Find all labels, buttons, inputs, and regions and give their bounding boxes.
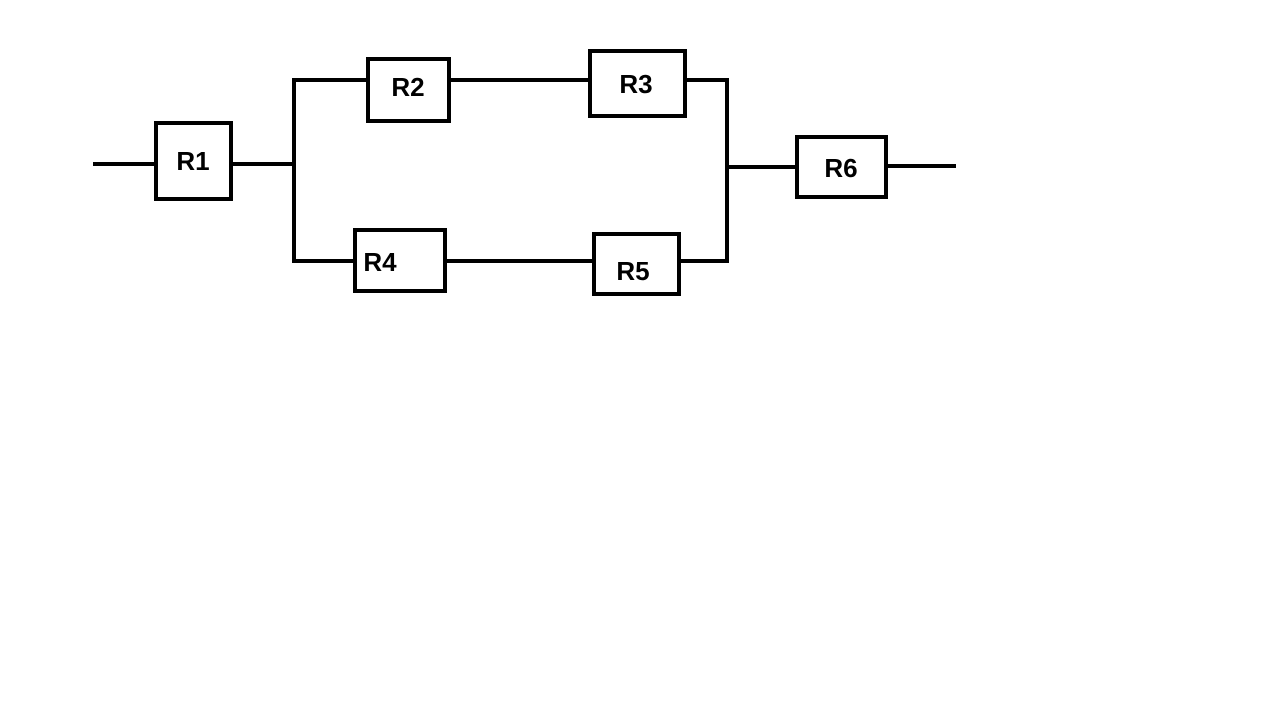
resistor-r3: R3 [588, 49, 687, 118]
resistor-r2-label: R2 [391, 72, 424, 102]
resistor-r4-label: R4 [363, 247, 397, 277]
resistor-r6-label: R6 [824, 153, 857, 183]
resistor-r3-label: R3 [619, 69, 652, 99]
resistor-r5: R5 [592, 232, 681, 296]
resistor-r4: R4 [353, 228, 447, 293]
resistor-r6: R6 [795, 135, 888, 199]
resistor-r2: R2 [366, 57, 451, 123]
resistor-r5-label: R5 [616, 256, 649, 286]
resistor-r1-label: R1 [176, 146, 209, 176]
resistor-r1: R1 [154, 121, 233, 201]
